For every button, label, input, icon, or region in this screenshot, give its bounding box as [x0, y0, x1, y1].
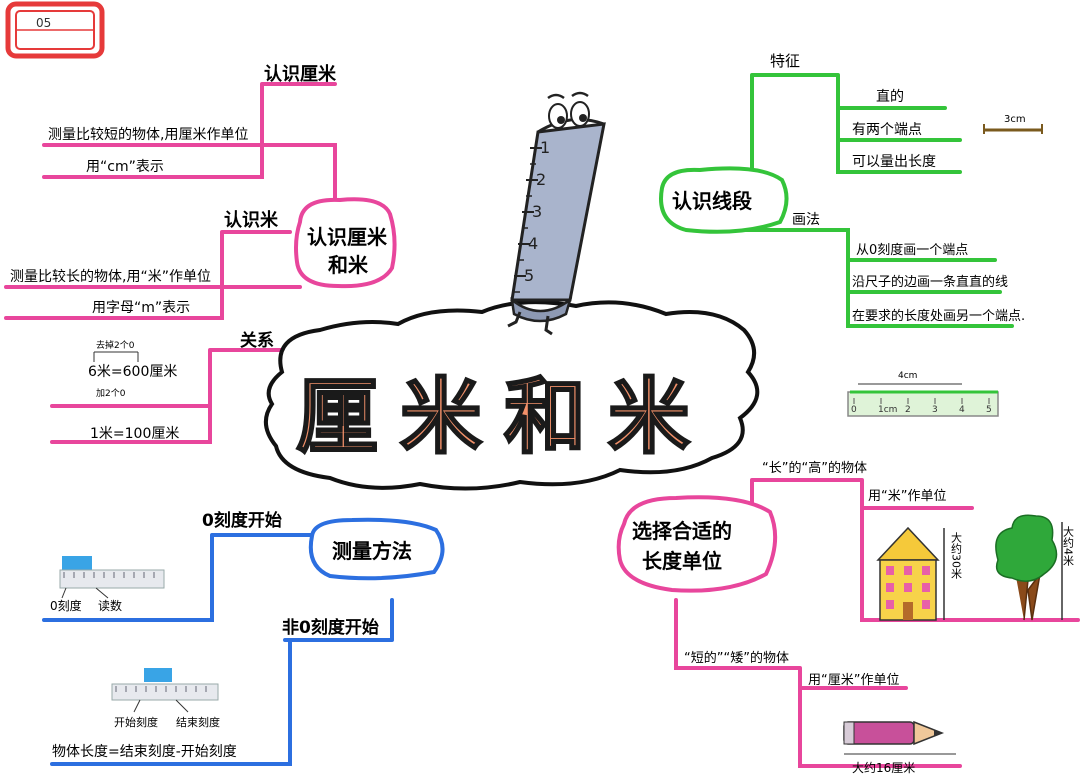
drawing-ruler-number: 4 [959, 405, 965, 415]
pencil-label: 大约16厘米 [852, 760, 915, 775]
zero-ruler-illustration [60, 556, 164, 598]
drawing-ruler-number: 3 [932, 405, 938, 415]
sub-cm-item-2: 用“cm”表示 [86, 159, 164, 175]
pencil-illustration [844, 722, 956, 754]
sub-feature-item-3: 可以量出长度 [852, 154, 936, 170]
ruler-number: 1 [540, 138, 550, 157]
nonzero-caption-2: 结束刻度 [176, 715, 220, 729]
segment-example: 3cm [984, 114, 1042, 134]
center-title-text: 厘米和米 [296, 370, 712, 465]
sub-m-item-1: 测量比较长的物体,用“米”作单位 [10, 269, 211, 285]
drawing-ruler-label: 4cm [898, 371, 917, 381]
branch-unit-label-2: 长度单位 [642, 549, 722, 573]
sub-nonzero-title: 非0刻度开始 [282, 617, 379, 638]
sub-cm-title: 认识厘米 [264, 63, 337, 85]
sub-draw-item-1: 从0刻度画一个端点 [856, 242, 968, 258]
ruler-character: 1 2 3 4 5 [508, 93, 604, 334]
sub-short-item: 用“厘米”作单位 [808, 673, 899, 688]
branch-cm-and-m-label-2: 和米 [328, 253, 369, 277]
ruler-number: 5 [524, 266, 534, 285]
sub-m-item-2: 用字母“m”表示 [92, 300, 190, 316]
sub-long-title: “长”的“高”的物体 [762, 460, 867, 476]
sub-cm-item-1: 测量比较短的物体,用厘米作单位 [48, 127, 248, 143]
sub-m-title: 认识米 [224, 209, 279, 231]
tree-illustration [996, 515, 1062, 620]
zero-caption-2: 读数 [98, 598, 122, 613]
sub-rel-note-1: 去掉2个0 [96, 339, 135, 351]
sub-draw-item-2: 沿尺子的边画一条直直的线 [852, 274, 1008, 290]
ruler-number: 3 [532, 202, 542, 221]
drawing-ruler-number: 5 [986, 405, 992, 415]
sub-feature-title: 特征 [770, 52, 800, 70]
ruler-number: 4 [528, 234, 538, 253]
drawing-ruler-number: 0 [851, 405, 857, 415]
sub-zero-title: 0刻度开始 [202, 510, 282, 531]
drawing-ruler: 4cm 0 1cm 2 3 4 5 [848, 371, 998, 416]
branch-unit-label-1: 选择合适的 [632, 519, 732, 543]
building-label: 大约30米 [950, 531, 963, 580]
building-illustration [878, 528, 944, 620]
page-number-tag: 05 [8, 4, 102, 56]
center-title: 厘米和米 [296, 370, 712, 465]
segment-example-label: 3cm [1004, 114, 1026, 125]
branch-segment-label: 认识线段 [672, 189, 752, 213]
sub-rel-item-1: 6米=600厘米 [88, 364, 177, 380]
sub-rel-item-2: 1米=100厘米 [90, 426, 179, 442]
sub-long-item: 用“米”作单位 [868, 489, 946, 504]
tree-label: 大约4米 [1062, 525, 1075, 567]
nonzero-formula: 物体长度=结束刻度-开始刻度 [52, 744, 237, 760]
drawing-ruler-number: 2 [905, 405, 911, 415]
sub-draw-title: 画法 [792, 212, 820, 228]
ruler-number: 2 [536, 170, 546, 189]
nonzero-caption-1: 开始刻度 [114, 715, 158, 729]
sub-feature-item-2: 有两个端点 [852, 122, 922, 138]
branch-unit-bubble [619, 497, 775, 590]
sub-rel-note-2: 加2个0 [96, 388, 126, 399]
sub-short-title: “短的”“矮”的物体 [684, 650, 789, 666]
nonzero-ruler-illustration [112, 668, 218, 712]
sub-rel-title: 关系 [240, 330, 274, 351]
page-number: 05 [36, 16, 51, 30]
zero-caption-1: 0刻度 [50, 598, 82, 613]
rel-arrow-top [94, 352, 138, 362]
sub-feature-item-1: 直的 [876, 88, 904, 105]
branch-cm-and-m-label-1: 认识厘米 [307, 225, 388, 249]
branch-measure-label: 测量方法 [332, 539, 412, 563]
sub-draw-item-3: 在要求的长度处画另一个端点. [852, 308, 1025, 324]
drawing-ruler-number: 1cm [878, 405, 897, 415]
